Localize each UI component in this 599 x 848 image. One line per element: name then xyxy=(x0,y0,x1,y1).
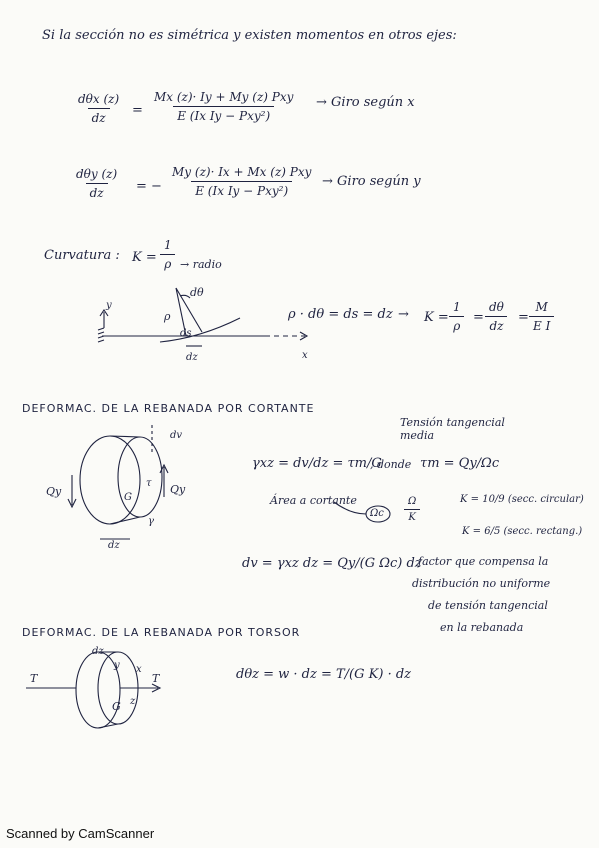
slice-top-edge xyxy=(109,435,141,438)
fig-dz-label: dz xyxy=(186,352,198,363)
curvature-label: Curvatura : xyxy=(44,248,120,263)
eq2-lhs-fraction: dθy (z) dz xyxy=(72,167,121,200)
eq1-lhs-num: dθx (z) xyxy=(78,92,120,106)
curvature-f2-den: dz xyxy=(485,316,508,333)
fig-rho-label: ρ xyxy=(164,310,171,323)
omega-frac-num: Ω xyxy=(408,496,417,507)
dv-equation: dv = γxz dz = Qy/(G Ωc) dz xyxy=(242,556,422,571)
scanner-footer: Scanned by CamScanner xyxy=(6,826,155,841)
shear-fig-dz: dz xyxy=(108,540,120,551)
factor-note-0: factor que compensa la xyxy=(418,555,549,568)
x-arrow-head xyxy=(299,331,309,341)
fig-ds-label: ds xyxy=(180,328,192,339)
curvature-f3-den: E I xyxy=(529,316,555,333)
curvature-eq: = xyxy=(473,310,484,325)
tau-equation: τm = Qy/Ωc xyxy=(420,456,500,471)
shear-fig-gamma: γ xyxy=(148,516,154,527)
shear-section-title: DEFORMAC. DE LA REBANADA POR CORTANTE xyxy=(22,402,315,415)
curvature-f2: dθ dz xyxy=(485,300,508,333)
k-rect: K = 6/5 (secc. rectang.) xyxy=(462,526,583,537)
torsion-bottom-edge xyxy=(97,723,119,729)
eq2-equals: = − xyxy=(136,179,162,194)
curvature-f1-num: 1 xyxy=(453,300,461,314)
donde-text: , donde xyxy=(370,458,412,471)
omega-frac-den: K xyxy=(404,509,420,523)
fig-dtheta-label: dθ xyxy=(190,286,204,299)
curvature-relation: ρ · dθ = ds = dz xyxy=(288,307,393,322)
curvature-f3: M E I xyxy=(529,300,555,333)
area-label: Área a cortante xyxy=(270,494,357,507)
torsion-fig-t-left: T xyxy=(30,672,38,685)
curvature-f1: 1 ρ xyxy=(449,300,465,333)
shear-fig-g: G xyxy=(124,492,132,503)
shear-fig-dv: dv xyxy=(170,430,183,441)
deformed-arc xyxy=(159,317,241,343)
eq2-rhs-num: My (z)· Ix + Mx (z) Pxy xyxy=(172,165,312,179)
eq2-lhs-num: dθy (z) xyxy=(76,167,118,181)
factor-note-3: en la rebanada xyxy=(440,621,524,634)
angle-arc xyxy=(179,294,191,299)
torsion-fig-z: z xyxy=(130,696,136,707)
fig-x-label: x xyxy=(302,350,308,361)
eq2-lhs-den: dz xyxy=(85,183,108,200)
eq1-rhs-den: E (Ix Iy − Pxy²) xyxy=(173,106,275,123)
omega-fraction: Ω K xyxy=(404,496,420,523)
torsion-axis-arrow xyxy=(151,683,162,693)
curvature-k: K = xyxy=(132,250,157,265)
tension-label: Tensión tangencial media xyxy=(400,416,505,442)
area-pointer-arrow xyxy=(333,501,367,515)
curvature-k2: K = xyxy=(424,310,449,325)
curvature-f1-den: ρ xyxy=(449,316,465,333)
torsion-equation: dθz = w · dz = T/(G K) · dz xyxy=(236,667,411,682)
curvature-den: ρ xyxy=(160,254,176,271)
gamma-equation: γxz = dv/dz = τm/G xyxy=(252,456,382,471)
y-arrow-head xyxy=(99,309,109,317)
curvature-note: → radio xyxy=(180,258,222,271)
eq2-rhs-fraction: My (z)· Ix + Mx (z) Pxy E (Ix Iy − Pxy²) xyxy=(168,165,315,198)
factor-note-2: de tensión tangencial xyxy=(428,599,548,612)
omega-label: Ωc xyxy=(370,508,384,519)
curvature-fraction: 1 ρ xyxy=(160,238,176,271)
eq2-rhs-den: E (Ix Iy − Pxy²) xyxy=(191,181,293,198)
torsion-slice-diagram xyxy=(26,651,162,729)
curvature-eq2: = xyxy=(518,310,529,325)
slice-bottom-edge xyxy=(109,516,141,525)
curvature-f3-num: M xyxy=(535,300,548,314)
torsion-fig-x: x xyxy=(136,664,142,675)
eq1-lhs-den: dz xyxy=(87,108,110,125)
factor-note-1: distribución no uniforme xyxy=(412,577,551,590)
curvature-f2-num: dθ xyxy=(489,300,504,314)
k-circular: K = 10/9 (secc. circular) xyxy=(460,494,584,505)
intro-text: Si la sección no es simétrica y existen … xyxy=(42,28,457,43)
shear-fig-tau: τ xyxy=(146,478,152,489)
radius-line-1 xyxy=(175,287,187,337)
eq2-note: → Giro según y xyxy=(322,174,421,189)
fig-y-label: y xyxy=(106,300,112,311)
qy-right-arrow-head xyxy=(159,463,169,474)
qy-left-arrow-head xyxy=(67,498,77,509)
omega-circle xyxy=(365,505,391,523)
area-pointer xyxy=(333,501,391,523)
eq1-rhs-num: Mx (z)· Iy + My (z) Pxy xyxy=(154,90,294,104)
fixed-support-hatch xyxy=(97,327,105,343)
curvature-arrow: → xyxy=(398,307,409,322)
torsion-fig-g: G xyxy=(112,700,121,713)
curvature-num: 1 xyxy=(164,238,172,252)
shear-fig-qy-right: Qy xyxy=(170,483,186,496)
eq1-lhs-fraction: dθx (z) dz xyxy=(74,92,123,125)
shear-slice-diagram xyxy=(67,425,169,540)
torsion-fig-dz: dz xyxy=(92,646,104,657)
eq1-rhs-fraction: Mx (z)· Iy + My (z) Pxy E (Ix Iy − Pxy²) xyxy=(150,90,297,123)
eq1-equals: = xyxy=(132,103,143,118)
torsion-section-title: DEFORMAC. DE LA REBANADA POR TORSOR xyxy=(22,626,301,639)
torsion-fig-y: y xyxy=(114,660,120,671)
eq1-note: → Giro según x xyxy=(316,95,415,110)
torsion-fig-t-right: T xyxy=(152,672,160,685)
shear-fig-qy-left: Qy xyxy=(46,485,62,498)
curvature-diagram xyxy=(97,287,309,347)
slice-back-face xyxy=(79,435,141,525)
